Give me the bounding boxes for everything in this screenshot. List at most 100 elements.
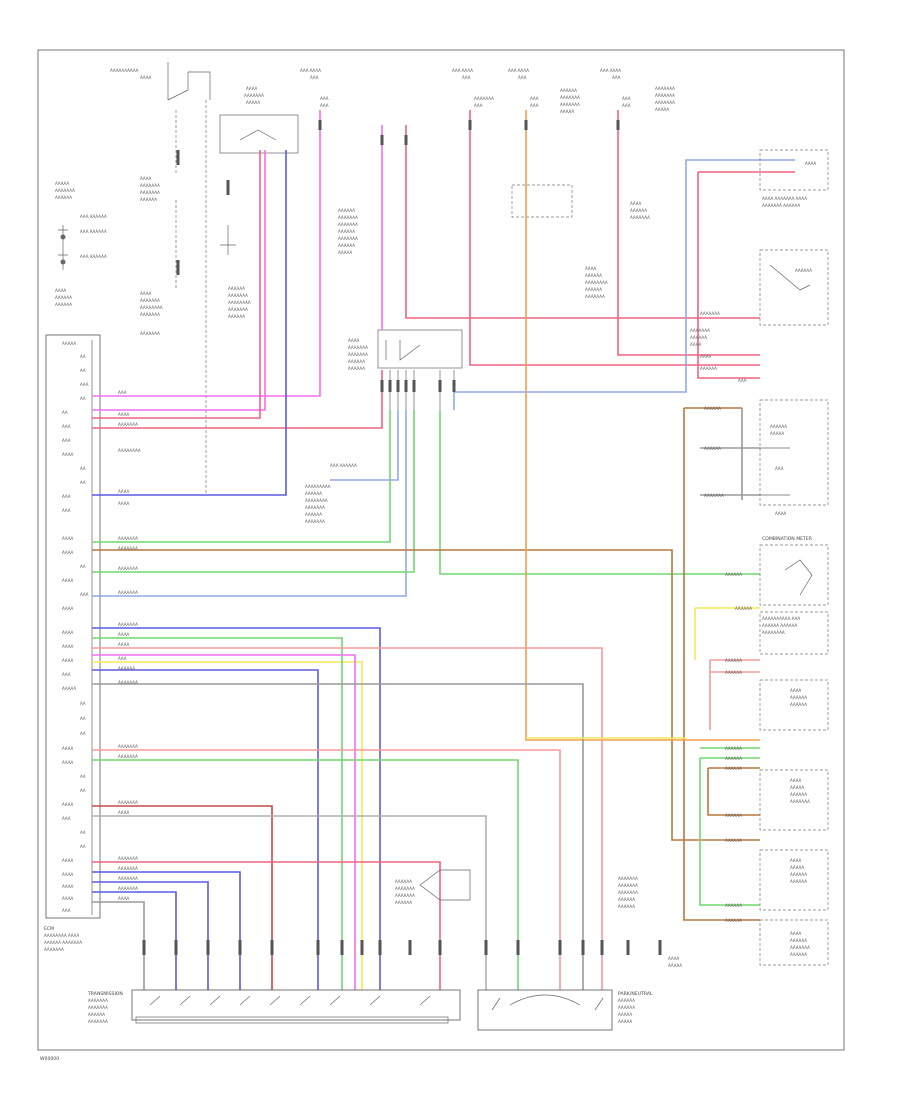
svg-text:AAAAAAA: AAAAAAA	[305, 505, 325, 510]
svg-text:AAAA: AAAA	[62, 630, 74, 635]
svg-text:AAAAAAA: AAAAAAA	[118, 622, 138, 627]
wire-yellow-1	[694, 607, 760, 660]
svg-text:AAAAAA: AAAAAA	[790, 952, 807, 957]
svg-text:AAA AAAA: AAA AAAA	[452, 68, 473, 73]
svg-text:AAAA: AAAA	[140, 176, 152, 181]
svg-text:AAAA: AAAA	[62, 606, 74, 611]
svg-text:AAAAAA: AAAAAA	[704, 446, 721, 451]
svg-text:AAAAAAA: AAAAAAA	[118, 866, 138, 871]
svg-text:AA: AA	[80, 844, 86, 849]
svg-text:AAA: AAA	[62, 508, 71, 513]
svg-text:AAAA: AAAA	[805, 161, 817, 166]
wire-red-1	[92, 150, 261, 419]
svg-text:AAAAAAAAAA: AAAAAAAAAA	[110, 68, 139, 73]
svg-text:AAAAA: AAAAA	[618, 1019, 632, 1024]
svg-text:AAAAAA: AAAAAA	[395, 900, 412, 905]
svg-text:AAA: AAA	[474, 103, 483, 108]
svg-text:AAAAAAAA: AAAAAAAA	[305, 498, 328, 503]
svg-text:AAA: AAA	[80, 592, 89, 597]
svg-text:AAAAAA: AAAAAA	[88, 1012, 105, 1017]
svg-text:AAA AAAAAA: AAA AAAAAA	[330, 463, 357, 468]
wire-green-1	[92, 410, 391, 543]
svg-text:AAAAAA: AAAAAA	[790, 792, 807, 797]
wire-orange-1	[525, 110, 760, 741]
svg-text:AAAAAA AAAAAAA: AAAAAA AAAAAAA	[44, 940, 82, 945]
svg-text:AAAAAAA: AAAAAAA	[585, 294, 605, 299]
svg-text:AAAAAAA: AAAAAAA	[118, 566, 138, 571]
svg-text:AAAAAAA: AAAAAAA	[88, 1005, 108, 1010]
svg-text:AAAAAAAA: AAAAAAAA	[585, 280, 608, 285]
svg-text:AAAA: AAAA	[118, 501, 130, 506]
svg-text:AAAAAAA: AAAAAAA	[140, 190, 160, 195]
svg-text:AAAAAAA: AAAAAAA	[560, 95, 580, 100]
svg-text:AAAAA: AAAAA	[770, 431, 784, 436]
svg-text:AAAAAA: AAAAAA	[618, 897, 635, 902]
svg-text:AAAAAAAAA: AAAAAAAAA	[305, 484, 331, 489]
svg-text:AAAAAA: AAAAAA	[725, 746, 742, 751]
svg-text:AA: AA	[80, 368, 86, 373]
svg-text:AAA: AAA	[62, 494, 71, 499]
wire-green-3	[92, 410, 415, 573]
svg-text:AAAAAA: AAAAAA	[725, 918, 742, 923]
svg-text:AAAAAAA: AAAAAAA	[140, 331, 160, 336]
svg-text:AAA AAAAAA: AAA AAAAAA	[80, 229, 107, 234]
svg-text:AAAAAA: AAAAAA	[735, 606, 752, 611]
transmission-label: TRANSMISSION	[87, 991, 123, 997]
svg-text:AAAAAA: AAAAAA	[618, 1005, 635, 1010]
svg-text:AAAA: AAAA	[62, 658, 74, 663]
svg-text:AAAA: AAAA	[140, 291, 152, 296]
svg-text:AAAAAA: AAAAAA	[118, 666, 135, 671]
wire-red-8	[92, 749, 561, 990]
svg-text:AAAAA: AAAAA	[55, 181, 69, 186]
svg-text:AAAAAA: AAAAAA	[338, 243, 355, 248]
svg-text:AAAA: AAAA	[585, 266, 597, 271]
svg-text:AAAAAA: AAAAAA	[228, 314, 245, 319]
wire-gray-1	[92, 683, 584, 990]
svg-text:AAAA: AAAA	[700, 354, 712, 359]
svg-text:AAAAA: AAAAA	[246, 100, 260, 105]
svg-text:AAAAAA: AAAAAA	[618, 904, 635, 909]
svg-text:AAAA: AAAA	[790, 931, 802, 936]
svg-text:AAAA: AAAA	[62, 760, 74, 765]
svg-text:AAAAAAA: AAAAAAA	[655, 93, 675, 98]
svg-text:AAAAAA: AAAAAA	[618, 998, 635, 1003]
svg-text:AAAAAAA: AAAAAAA	[790, 799, 810, 804]
svg-text:AAAAAAA: AAAAAAA	[88, 998, 108, 1003]
svg-text:AAAAAAA: AAAAAAA	[118, 422, 138, 427]
svg-text:AAA AAAAAA: AAA AAAAAA	[80, 214, 107, 219]
svg-text:AAAA: AAAA	[630, 201, 642, 206]
wire-brown-1	[92, 549, 760, 841]
svg-text:AAAAAAA: AAAAAAA	[88, 1019, 108, 1024]
svg-text:AAAAAAA: AAAAAAA	[118, 590, 138, 595]
svg-text:AAAA AAAAAAA AAAA: AAAA AAAAAAA AAAA	[762, 196, 807, 201]
svg-text:AAAAAA: AAAAAA	[305, 512, 322, 517]
svg-text:AAAAAA: AAAAAA	[305, 491, 322, 496]
svg-text:AAAAAAA: AAAAAAA	[118, 886, 138, 891]
ecu-label: ECM	[44, 926, 54, 932]
svg-text:AAA: AAA	[518, 75, 527, 80]
ecu-block: AAAAAAAAA AAAAAAA AAAAAAAAAA AAAAAAA AAA…	[44, 334, 101, 952]
svg-text:AAAAA: AAAAA	[790, 865, 804, 870]
svg-text:AAA: AAA	[320, 103, 329, 108]
wire-red-7	[92, 647, 603, 990]
svg-text:AAA: AAA	[118, 390, 127, 395]
wire-gray-2	[92, 815, 487, 990]
svg-text:AAAA: AAAA	[62, 452, 74, 457]
svg-text:AAAAAAA: AAAAAAA	[655, 86, 675, 91]
svg-text:AAAAA: AAAAA	[560, 109, 574, 114]
wire-blue-9	[92, 891, 177, 990]
svg-text:AAA: AAA	[320, 96, 329, 101]
wire-blue-8	[92, 881, 209, 990]
svg-text:AAAAAAA: AAAAAAA	[118, 876, 138, 881]
svg-text:AAAAAA: AAAAAA	[395, 879, 412, 884]
svg-text:AAAAAAA: AAAAAAA	[118, 856, 138, 861]
svg-text:AAAAAAA: AAAAAAA	[140, 312, 160, 317]
wire-pink-4	[92, 654, 356, 990]
svg-text:AAAAAA: AAAAAA	[725, 572, 742, 577]
svg-text:AAAA: AAAA	[62, 550, 74, 555]
